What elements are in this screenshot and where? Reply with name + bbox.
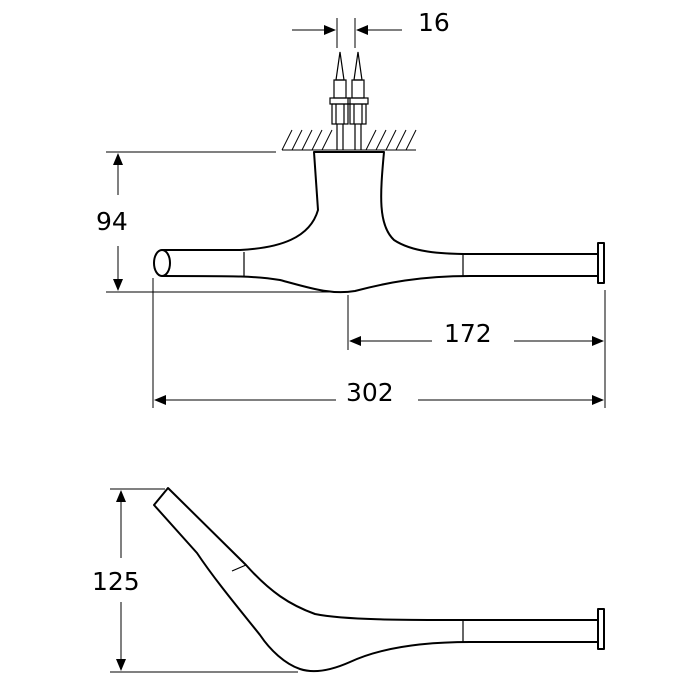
dim-label-16: 16 [418, 8, 450, 37]
side-view [153, 487, 605, 673]
wall-flange [597, 242, 605, 284]
dimension-125: 125 [92, 488, 298, 673]
side-seam-left [231, 564, 247, 572]
dimension-94: 94 [96, 151, 342, 293]
dim-label-125: 125 [92, 567, 140, 596]
dimension-16: 16 [292, 8, 450, 48]
supply-pipes [329, 51, 369, 150]
dim-label-172: 172 [444, 319, 492, 348]
left-end-cap [153, 249, 171, 277]
wall-hatch [281, 129, 417, 151]
dimension-302: 302 [152, 278, 604, 408]
dim-label-302: 302 [346, 378, 394, 407]
front-view [153, 51, 605, 294]
holder-body [161, 151, 599, 294]
holder-side-body [153, 487, 599, 673]
side-wall-flange [597, 608, 605, 650]
dimension-172: 172 [347, 290, 606, 408]
dim-label-94: 94 [96, 207, 128, 236]
